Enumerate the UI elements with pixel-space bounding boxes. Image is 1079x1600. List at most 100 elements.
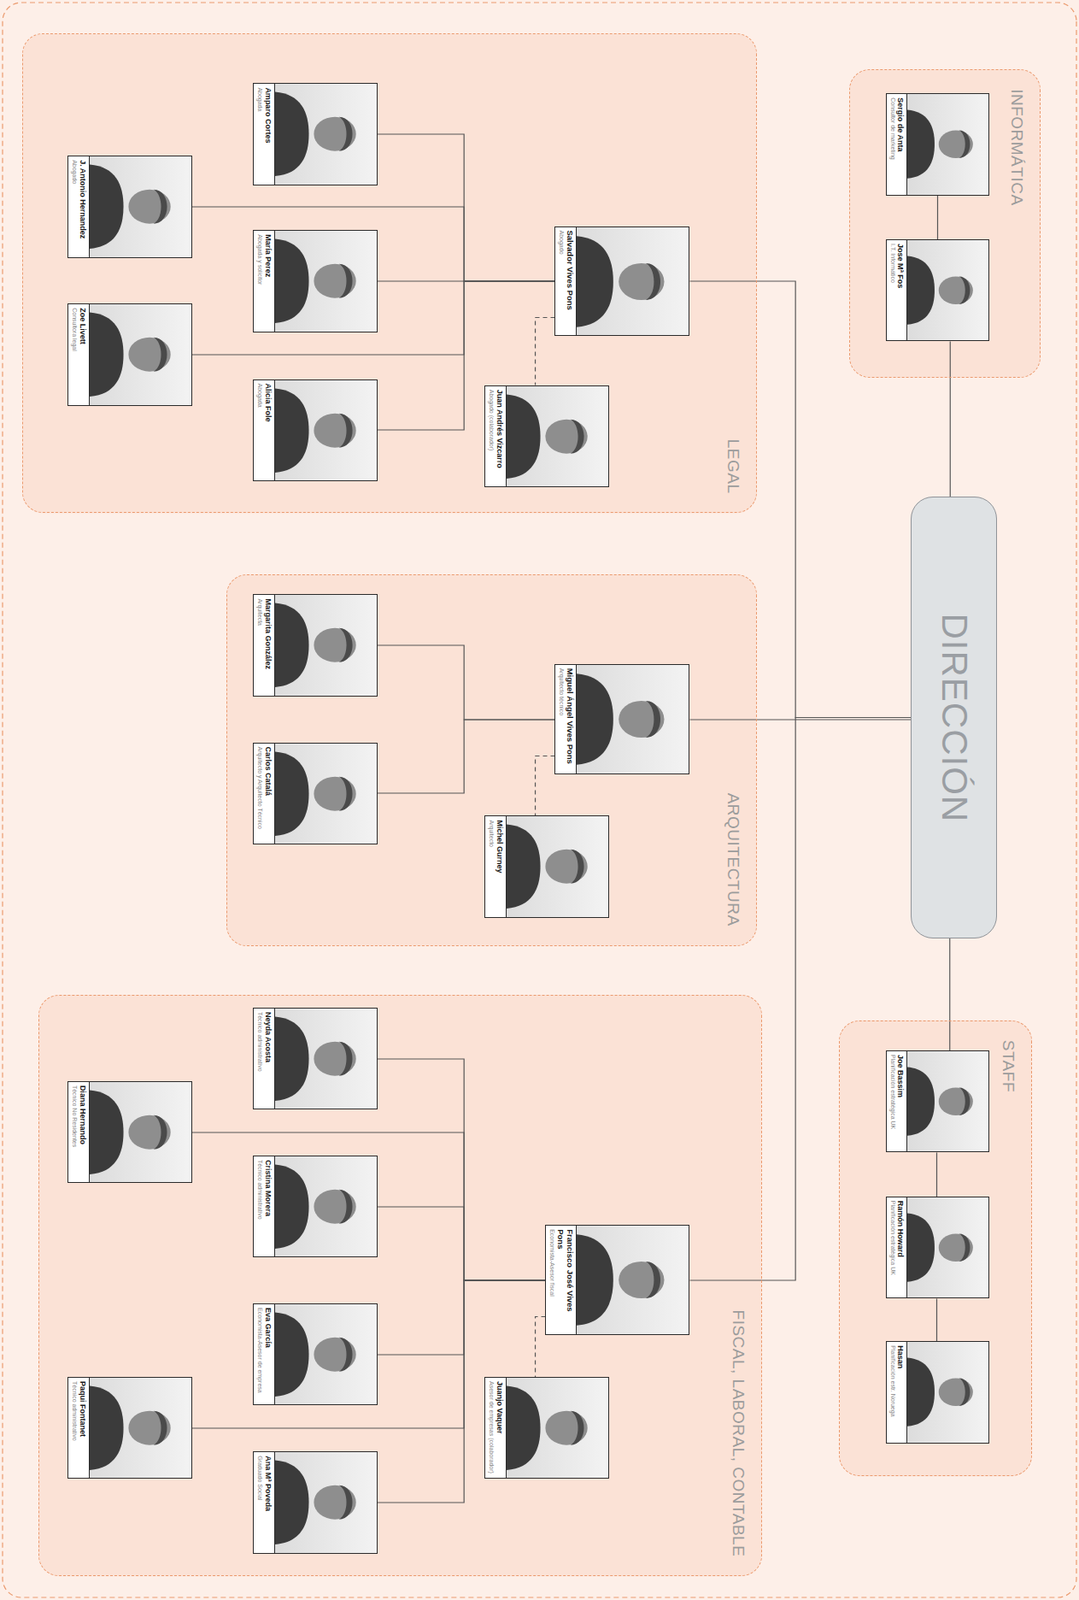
photo-placeholder xyxy=(506,386,609,487)
person-name: Hasan xyxy=(896,1344,905,1438)
silhouette-head xyxy=(938,130,974,159)
silhouette-head xyxy=(128,189,171,224)
person-photo xyxy=(907,1341,990,1442)
photo-placeholder xyxy=(907,1341,990,1442)
silhouette-hair xyxy=(570,1410,585,1445)
photo-placeholder xyxy=(576,1225,689,1334)
silhouette-hair xyxy=(339,117,353,152)
silhouette-body xyxy=(576,1233,614,1326)
silhouette-hair xyxy=(645,1260,661,1298)
org-connector xyxy=(949,938,950,1051)
person-card: Alicia FoleAbogada xyxy=(252,379,378,481)
group-fill xyxy=(22,33,757,513)
silhouette-hair xyxy=(959,1087,971,1115)
org-connector xyxy=(690,281,912,718)
silhouette-body xyxy=(89,164,124,250)
org-connector xyxy=(377,1058,546,1280)
person-name: Miguel Ángel Vives Pons xyxy=(564,668,575,770)
photo-placeholder xyxy=(506,815,609,916)
person-photo xyxy=(907,93,990,194)
person-role: Abogada xyxy=(256,383,264,477)
person-role: Abogada xyxy=(256,87,264,181)
person-caption: Juan Andrés VizcarroAbogado (colaborador… xyxy=(485,386,506,487)
silhouette-head xyxy=(128,1410,171,1445)
org-connector xyxy=(377,645,556,720)
person-photo xyxy=(89,1377,192,1478)
person-photo xyxy=(506,1377,609,1478)
org-connector xyxy=(936,1298,938,1343)
person-card: Juanjo VaquerAsesor de empresas (colabor… xyxy=(484,1376,610,1478)
silhouette-head xyxy=(314,627,357,663)
person-role: Abogado xyxy=(70,159,78,253)
person-photo xyxy=(275,743,377,844)
person-caption: Margarita GonzálezArquitecta xyxy=(253,594,275,695)
person-card: Francisco José Vives PonsEconomista-Ases… xyxy=(545,1224,690,1335)
silhouette-body xyxy=(275,239,310,324)
person-card: HasanPlanificación estr. Noruega xyxy=(885,1340,991,1443)
direction-box: DIRECCIÓN xyxy=(910,496,997,939)
person-role: Abogada y solicitor xyxy=(256,234,264,328)
group-title: STAFF xyxy=(998,1039,1018,1092)
silhouette-head xyxy=(938,275,974,304)
silhouette-hair xyxy=(339,412,353,447)
person-role: Economista-Asesor de empresa xyxy=(256,1307,264,1401)
person-photo xyxy=(275,1155,377,1256)
person-photo xyxy=(275,380,377,481)
silhouette-hair xyxy=(339,1189,353,1224)
silhouette-body xyxy=(506,1384,541,1470)
person-caption: Amparo CortesAbogada xyxy=(253,83,275,184)
person-card: María PerezAbogada y solicitor xyxy=(252,229,378,332)
person-caption: Ana Mª PovedaGraduado Social xyxy=(253,1451,275,1552)
person-name: Salvador Vives Pons xyxy=(564,230,575,333)
person-photo xyxy=(275,594,377,695)
department-group: LEGAL Salvador Vives Pons Abogado Amparo Co… xyxy=(22,33,757,513)
silhouette-body xyxy=(576,673,614,765)
photo-placeholder xyxy=(89,156,192,257)
person-name: Michel Gurney xyxy=(494,819,504,913)
photo-placeholder xyxy=(275,594,377,695)
person-name: Carlos Catalá xyxy=(263,746,272,840)
silhouette-body xyxy=(275,387,310,473)
person-card: Juan Andrés VizcarroAbogado (colaborador… xyxy=(484,385,610,487)
photo-placeholder xyxy=(275,83,377,184)
photo-placeholder xyxy=(89,304,192,405)
silhouette-head xyxy=(128,1114,171,1150)
person-caption: Jose Mª FosI.T. Informático xyxy=(886,240,908,341)
silhouette-head xyxy=(314,1189,357,1224)
person-name: Paqui Fontanet xyxy=(77,1380,87,1474)
person-name: Eva García xyxy=(263,1307,272,1401)
org-connector xyxy=(690,717,912,1281)
silhouette-hair xyxy=(570,849,585,884)
org-connector xyxy=(535,1316,546,1378)
person-role: Arquitecto y Arquitecto Técnico xyxy=(256,746,264,840)
person-name: Ramón Howard xyxy=(896,1200,905,1294)
org-connector xyxy=(535,317,556,386)
silhouette-body xyxy=(275,603,310,688)
person-role: Asesor de empresas (colaborador) xyxy=(487,1380,495,1474)
org-connector xyxy=(535,756,556,816)
group-title: ARQUITECTURA xyxy=(723,792,743,927)
person-name: Diana Hernando xyxy=(77,1084,87,1179)
group-fill xyxy=(849,69,1040,378)
person-card: Miguel Ángel Vives PonsArquitecto técnic… xyxy=(554,663,690,775)
photo-placeholder xyxy=(576,664,689,774)
silhouette-head xyxy=(619,262,665,300)
silhouette-head xyxy=(314,1041,357,1076)
person-name: Zoe Livett xyxy=(77,307,87,401)
photo-placeholder xyxy=(89,1377,192,1478)
silhouette-head xyxy=(938,1232,974,1261)
person-card: Neyda AcostaTécnico administrativo xyxy=(252,1007,378,1109)
person-caption: Juanjo VaquerAsesor de empresas (colabor… xyxy=(485,1377,506,1478)
silhouette-hair xyxy=(153,337,168,372)
silhouette-head xyxy=(314,412,357,447)
person-name: Cristina Morera xyxy=(263,1159,272,1253)
silhouette-hair xyxy=(959,130,971,159)
silhouette-hair xyxy=(959,275,971,304)
person-card: Diana HernandoTécnico No Residentes xyxy=(67,1080,193,1183)
person-card: Jose Mª FosI.T. Informático xyxy=(885,239,991,341)
person-role: Arquitecto técnico xyxy=(557,668,565,770)
silhouette-head xyxy=(545,1410,588,1445)
group-title: LEGAL xyxy=(723,439,743,494)
person-role: Técnico administrativo xyxy=(256,1011,264,1105)
person-name: J. Antonio Hernandez xyxy=(77,159,87,253)
